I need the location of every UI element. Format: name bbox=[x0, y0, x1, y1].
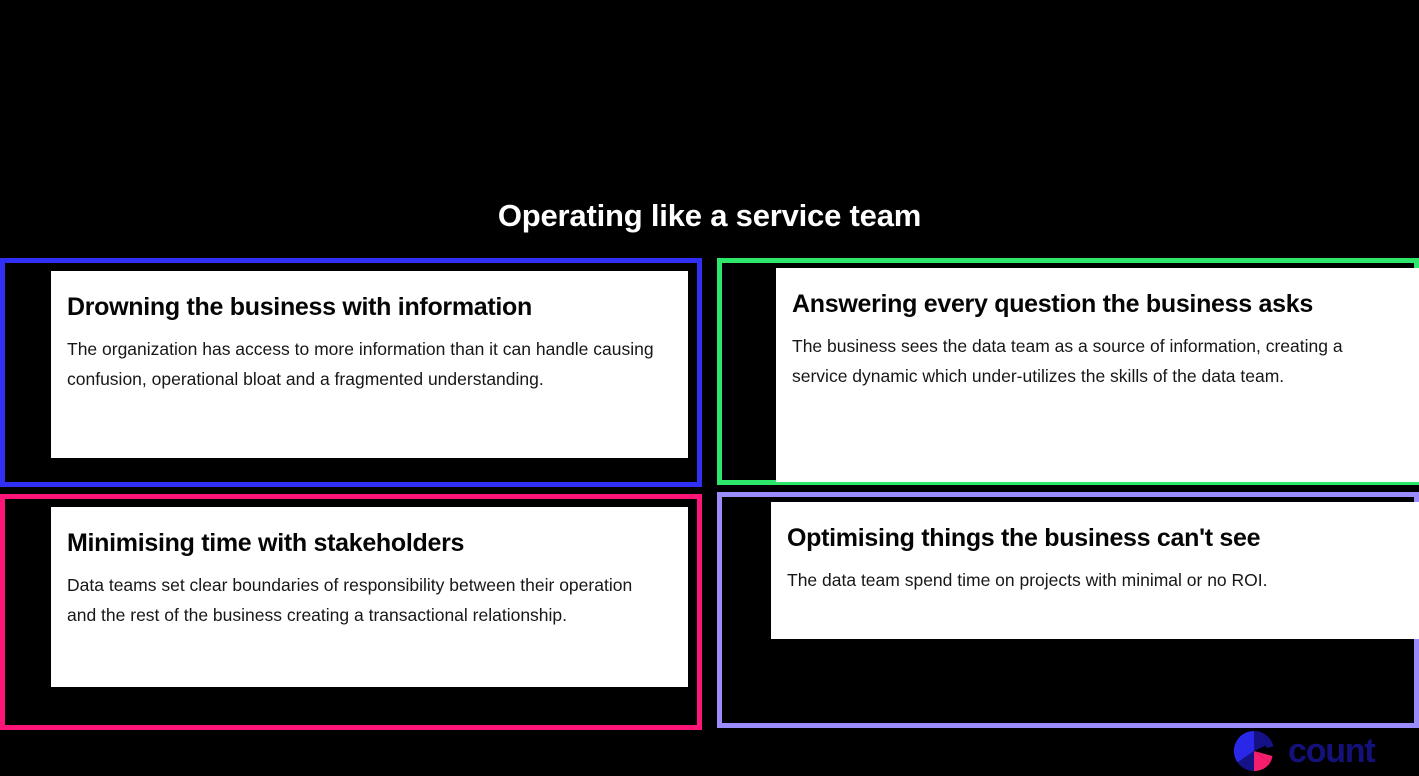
card-heading: Answering every question the business as… bbox=[792, 290, 1313, 318]
count-pie-mark-icon bbox=[1232, 730, 1276, 772]
count-wordmark: count bbox=[1288, 732, 1376, 770]
card-panel: Minimising time with stakeholders Data t… bbox=[51, 507, 688, 687]
card-panel: Drowning the business with information T… bbox=[51, 271, 688, 458]
card-grid: Drowning the business with information T… bbox=[0, 258, 1419, 730]
card-answering-every-question-the-business-asks[interactable]: Answering every question the business as… bbox=[717, 258, 1419, 485]
card-optimising-things-the-business-cant-see[interactable]: Optimising things the business can't see… bbox=[717, 492, 1419, 728]
card-body: The business sees the data team as a sou… bbox=[792, 336, 1343, 386]
card-body: Data teams set clear boundaries of respo… bbox=[67, 575, 633, 625]
card-heading: Optimising things the business can't see bbox=[787, 524, 1261, 552]
card-body: The organization has access to more info… bbox=[67, 339, 654, 389]
card-panel: Optimising things the business can't see… bbox=[771, 502, 1419, 639]
count-logo: count bbox=[1232, 729, 1414, 773]
card-body: The data team spend time on projects wit… bbox=[787, 570, 1268, 590]
page-title: Operating like a service team bbox=[497, 198, 922, 233]
card-minimising-time-with-stakeholders[interactable]: Minimising time with stakeholders Data t… bbox=[0, 494, 702, 730]
card-heading: Minimising time with stakeholders bbox=[67, 529, 465, 557]
card-heading: Drowning the business with information bbox=[67, 293, 532, 321]
card-panel: Answering every question the business as… bbox=[776, 268, 1419, 482]
card-drowning-the-business-with-information[interactable]: Drowning the business with information T… bbox=[0, 258, 702, 487]
